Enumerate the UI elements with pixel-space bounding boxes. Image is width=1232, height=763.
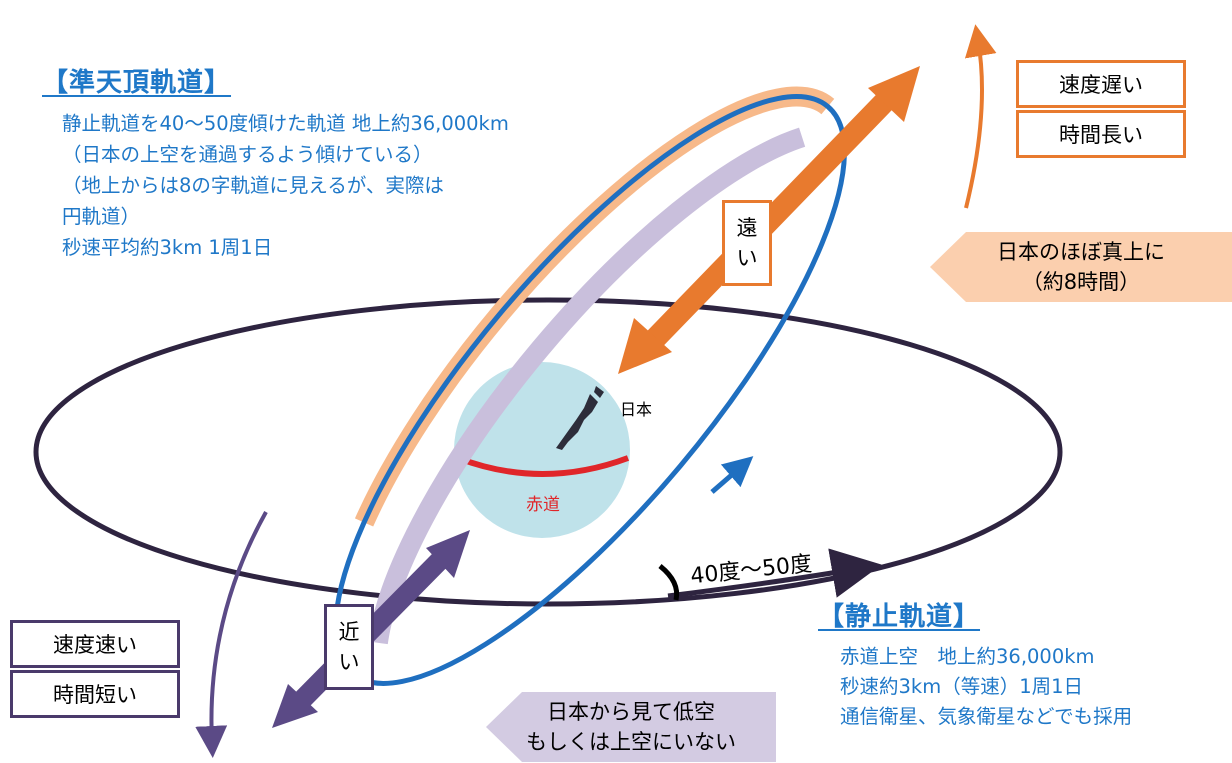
japan-map-icon <box>556 386 604 450</box>
japan-label: 日本 <box>620 400 653 419</box>
quasi-zenith-line: （日本の上空を通過するよう傾けている） <box>62 143 433 166</box>
far-label-char: い <box>736 246 758 270</box>
fast-speed-label: 速度速い <box>53 633 137 657</box>
near-label-char: 近 <box>338 620 360 644</box>
geostationary-title: 【静止軌道】 <box>818 602 981 632</box>
geostationary-direction-arrow <box>667 548 882 599</box>
short-time-label: 時間短い <box>53 683 137 707</box>
quasi-zenith-line: 静止軌道を40～50度傾けた軌道 地上約36,000km <box>62 112 509 135</box>
geostationary-description: 赤道上空 地上約36,000km 秒速約3km（等速）1周1日 通信衛星、気象衛… <box>840 642 1132 732</box>
far-label-box: 遠 い <box>722 200 772 286</box>
equator-line <box>456 455 630 477</box>
above-japan-tag: 日本のほぼ真上に （約8時間） <box>930 232 1232 302</box>
slow-speed-arrow <box>964 24 997 209</box>
geostationary-line: 赤道上空 地上約36,000km <box>840 645 1095 668</box>
slow-speed-box: 速度遅い <box>1016 60 1186 108</box>
slow-speed-label: 速度遅い <box>1059 73 1143 97</box>
fast-speed-arrow <box>195 511 268 758</box>
orbit-direction-arrow <box>710 456 754 494</box>
far-arrowhead-top <box>868 66 920 122</box>
near-arrowhead-top <box>426 530 470 578</box>
low-sky-line: 日本から見て低空 <box>547 700 715 724</box>
quasi-zenith-line: 円軌道） <box>62 205 141 228</box>
equator-label: 赤道 <box>526 495 560 515</box>
near-arrowhead-bottom <box>272 684 318 728</box>
low-sky-line: もしくは上空にいない <box>526 730 736 754</box>
low-altitude-band <box>367 127 806 645</box>
fast-speed-box: 速度速い <box>10 620 180 668</box>
above-japan-line: （約8時間） <box>1021 270 1141 294</box>
quasi-zenith-line: （地上からは8の字軌道に見えるが、実際は <box>62 174 444 197</box>
long-time-box: 時間長い <box>1016 110 1186 158</box>
short-time-box: 時間短い <box>10 670 180 718</box>
geostationary-line: 通信衛星、気象衛星などでも採用 <box>840 705 1133 728</box>
near-label-box: 近 い <box>324 604 374 690</box>
far-arrowhead-bottom <box>618 318 672 374</box>
far-distance-arrow <box>640 82 904 354</box>
angle-arc <box>658 564 680 601</box>
low-sky-tag: 日本から見て低空 もしくは上空にいない <box>486 692 776 762</box>
far-label-char: 遠 <box>736 216 758 240</box>
above-japan-line: 日本のほぼ真上に <box>997 240 1165 264</box>
quasi-zenith-description: 静止軌道を40～50度傾けた軌道 地上約36,000km （日本の上空を通過する… <box>62 108 509 263</box>
geostationary-line: 秒速約3km（等速）1周1日 <box>840 675 1084 698</box>
quasi-zenith-title: 【準天頂軌道】 <box>42 68 232 98</box>
geostationary-orbit <box>33 297 1063 607</box>
long-time-label: 時間長い <box>1059 123 1143 147</box>
near-label-char: い <box>338 650 360 674</box>
quasi-zenith-line: 秒速平均約3km 1周1日 <box>62 236 273 259</box>
